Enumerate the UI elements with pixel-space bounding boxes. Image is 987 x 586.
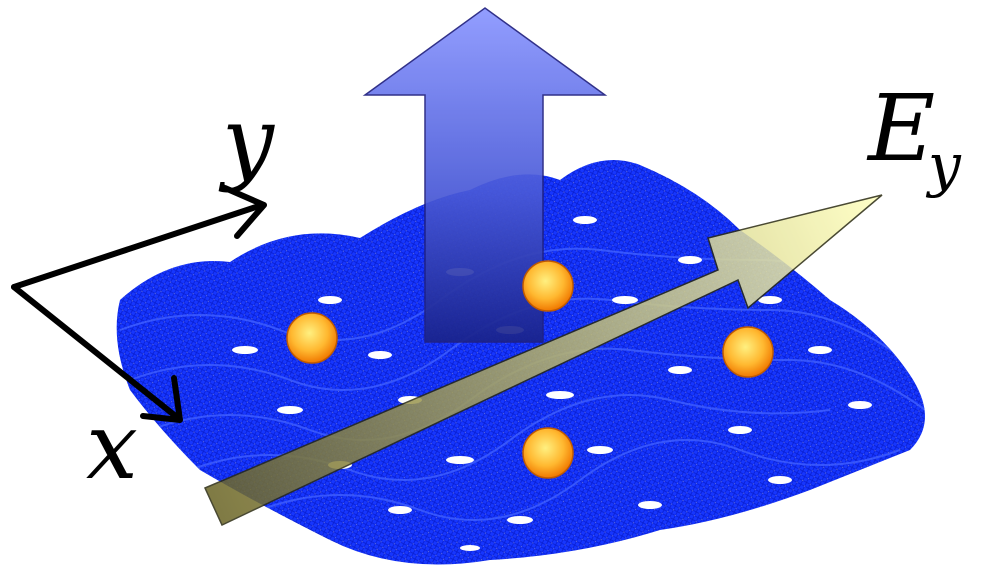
particle	[722, 326, 774, 378]
axis-x-arrowhead	[140, 375, 183, 423]
axis-y-line	[11, 202, 265, 290]
particle	[522, 260, 574, 312]
particle	[522, 427, 574, 479]
particles	[286, 260, 774, 479]
axis-y-label: y	[218, 87, 275, 194]
field-label: E y	[866, 75, 962, 199]
field-label-main: E	[866, 75, 935, 182]
field-arrow	[203, 194, 883, 527]
axis-x-line	[11, 284, 181, 421]
field-label-subscript: y	[925, 131, 962, 199]
axis-x-label: x	[86, 393, 138, 500]
coordinate-axes	[11, 185, 267, 423]
particle	[286, 312, 338, 364]
axis-y-arrowhead	[222, 185, 267, 239]
